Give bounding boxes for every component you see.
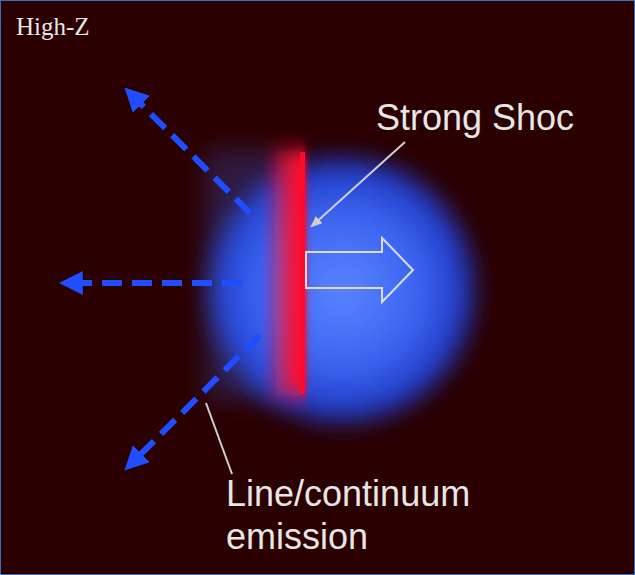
emission-arrow: [138, 335, 260, 457]
shock-front-line: [300, 152, 305, 394]
emission-arrow: [138, 101, 250, 213]
shock-front-band: [262, 150, 306, 396]
motion-arrow: [306, 238, 413, 302]
emission-label: Line/continuum emission: [226, 472, 606, 558]
shock-label: Strong Shoc: [376, 96, 574, 139]
emission-arrow: [78, 280, 242, 286]
leader-line: [206, 403, 232, 474]
region-label: High-Z: [16, 12, 90, 42]
leader-line: [312, 142, 405, 226]
